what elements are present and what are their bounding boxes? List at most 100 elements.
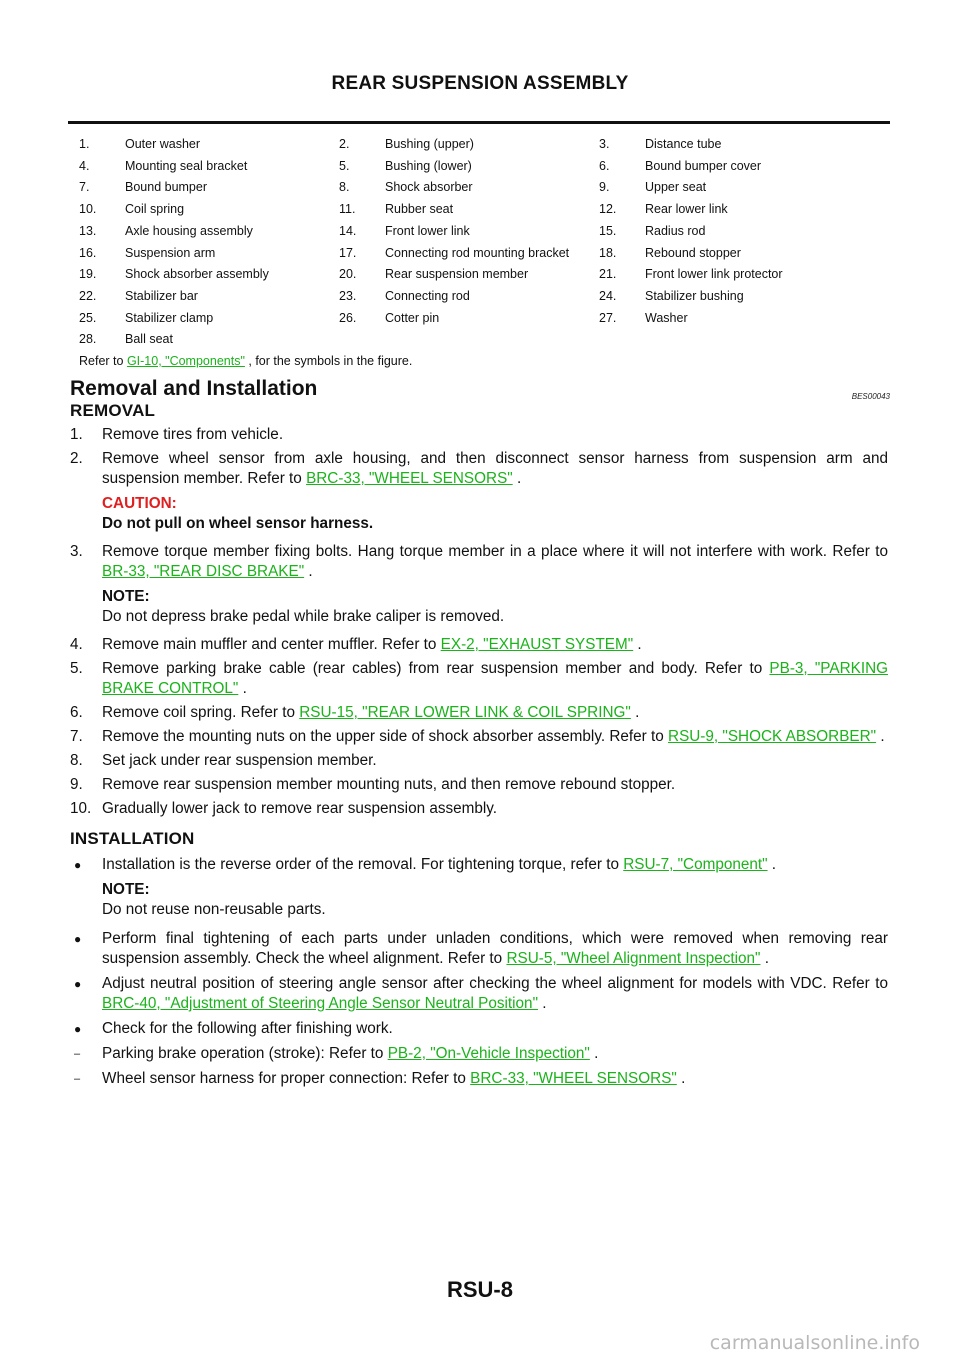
- legend-item-number: 7.: [79, 180, 90, 195]
- legend-item: 14.Front lower link: [339, 221, 599, 243]
- reference-link[interactable]: BRC-33, "WHEEL SENSORS": [470, 1070, 677, 1087]
- reference-link[interactable]: BRC-33, "WHEEL SENSORS": [306, 470, 513, 487]
- legend-item-label: Ball seat: [125, 332, 173, 347]
- caution-text: Do not pull on wheel sensor harness.: [102, 515, 374, 532]
- installation-bullet: ● Perform final tightening of each parts…: [70, 929, 888, 969]
- bullet-body: Adjust neutral position of steering angl…: [102, 974, 888, 1014]
- note-label: NOTE:: [102, 881, 150, 898]
- step-text: Remove torque member fixing bolts. Hang …: [102, 543, 888, 560]
- legend-item-number: 24.: [599, 288, 617, 303]
- reference-link[interactable]: EX-2, "EXHAUST SYSTEM": [440, 636, 634, 653]
- step-text: Remove wheel sensor from axle housing, a…: [102, 450, 888, 487]
- section-title: Removal and Installation: [70, 377, 318, 400]
- removal-step: 8. Set jack under rear suspension member…: [70, 751, 888, 771]
- legend-note-prefix: Refer to: [79, 354, 127, 369]
- removal-step: 6. Remove coil spring. Refer to RSU-15, …: [70, 703, 888, 723]
- legend-item-number: 1.: [79, 137, 90, 151]
- step-text: Gradually lower jack to remove rear susp…: [102, 800, 498, 817]
- step-body: Remove coil spring. Refer to RSU-15, "RE…: [102, 703, 888, 723]
- step-number: 6.: [70, 704, 83, 721]
- bullet-body: Installation is the reverse order of the…: [102, 855, 888, 924]
- legend-item-label: Axle housing assembly: [125, 223, 253, 238]
- legend-item-number: 9.: [599, 180, 610, 195]
- subitem-text: Parking brake operation (stroke): Refer …: [102, 1045, 388, 1062]
- procedure-content: REMOVAL 1. Remove tires from vehicle. 2.…: [70, 401, 888, 1094]
- dash-icon: –: [74, 1048, 81, 1060]
- bullet-text-end: .: [538, 995, 547, 1012]
- step-body: Remove wheel sensor from axle housing, a…: [102, 449, 888, 538]
- bullet-text: Adjust neutral position of steering angl…: [102, 975, 888, 992]
- legend-item: 9.Upper seat: [599, 177, 879, 199]
- reference-link[interactable]: PB-2, "On-Vehicle Inspection": [387, 1045, 590, 1062]
- bullet-text: Perform final tightening of each parts u…: [102, 930, 888, 967]
- step-text-end: .: [512, 470, 522, 487]
- legend-note-suffix: , for the symbols in the figure.: [244, 354, 413, 369]
- installation-bullet: ● Adjust neutral position of steering an…: [70, 974, 888, 1014]
- legend-item-label: Rubber seat: [385, 202, 454, 217]
- subitem-text-end: .: [676, 1070, 686, 1087]
- bullet-text-end: .: [760, 950, 769, 967]
- section-code: BES00043: [851, 392, 890, 401]
- caution-label: CAUTION:: [102, 495, 177, 512]
- bullet-text: Installation is the reverse order of the…: [102, 856, 624, 873]
- reference-link[interactable]: RSU-7, "Component": [623, 856, 768, 873]
- legend-item-number: 26.: [339, 310, 357, 325]
- subitem-text: Wheel sensor harness for proper connecti…: [102, 1070, 471, 1087]
- reference-link[interactable]: RSU-9, "SHOCK ABSORBER": [668, 728, 877, 745]
- legend-item-number: 6.: [599, 158, 610, 173]
- step-number: 1.: [70, 426, 83, 443]
- reference-link[interactable]: RSU-5, "Wheel Alignment Inspection": [506, 950, 761, 967]
- legend-item-number: 15.: [599, 223, 617, 238]
- legend-item: 28.Ball seat: [79, 329, 339, 351]
- dash-icon: –: [74, 1073, 81, 1085]
- legend-item: 27.Washer: [599, 308, 879, 330]
- reference-link[interactable]: BRC-40, "Adjustment of Steering Angle Se…: [102, 995, 538, 1012]
- legend-item: 6.Bound bumper cover: [599, 156, 879, 178]
- reference-link[interactable]: BR-33, "REAR DISC BRAKE": [102, 563, 305, 580]
- bullet-text-end: .: [767, 856, 777, 873]
- legend-item-label: Shock absorber: [385, 180, 473, 195]
- legend-item: 13. Axle housing assembly: [79, 221, 339, 243]
- legend-item-label: Stabilizer bar: [125, 288, 198, 303]
- legend-item-label: Mounting seal bracket: [125, 158, 248, 173]
- legend-item: 20. Rear suspension member: [339, 264, 599, 286]
- legend-item: 7.Bound bumper: [79, 177, 339, 199]
- reference-link[interactable]: PB-3, "PARKING BRAKE CONTROL": [102, 660, 889, 697]
- legend-item: 1.Outer washer: [79, 134, 339, 156]
- legend-item: 3.Distance tube: [599, 134, 879, 156]
- legend-item-label: Connecting rod mounting bracket: [385, 245, 570, 260]
- legend-item-number: 8.: [339, 180, 350, 195]
- removal-step: 1. Remove tires from vehicle.: [70, 425, 888, 445]
- removal-step: 5. Remove parking brake cable (rear cabl…: [70, 659, 888, 699]
- legend-item-number: 25.: [79, 310, 97, 325]
- legend-item: 8. Shock absorber: [339, 177, 599, 199]
- installation-subitem: – Parking brake operation (stroke): Refe…: [70, 1044, 888, 1064]
- step-text: Remove rear suspension member mounting n…: [102, 776, 676, 793]
- subitem-text-end: .: [589, 1045, 599, 1062]
- step-body: Remove the mounting nuts on the upper si…: [102, 727, 888, 747]
- removal-step: 7. Remove the mounting nuts on the upper…: [70, 727, 888, 747]
- legend-item: 12.Rear lower link: [599, 199, 879, 221]
- legend-item: 23.Connecting rod: [339, 286, 599, 308]
- step-body: Remove main muffler and center muffler. …: [102, 635, 888, 655]
- note-text: Do not depress brake pedal while brake c…: [102, 608, 505, 625]
- legend-item-number: 20.: [339, 267, 357, 282]
- step-number: 5.: [70, 660, 83, 677]
- legend-item-label: Shock absorber assembly: [125, 267, 269, 282]
- legend-item: 24.Stabilizer bushing: [599, 286, 879, 308]
- legend-item: 15.Radius rod: [599, 221, 879, 243]
- legend-item-label: Rear suspension member: [385, 267, 529, 282]
- legend-note-link[interactable]: GI-10, "Components": [126, 354, 245, 369]
- reference-link[interactable]: RSU-15, "REAR LOWER LINK & COIL SPRING": [299, 704, 631, 721]
- legend-item: 5.Bushing (lower): [339, 156, 599, 178]
- removal-step: 2. Remove wheel sensor from axle housing…: [70, 449, 888, 538]
- bullet-body: Perform final tightening of each parts u…: [102, 929, 888, 969]
- step-number: 7.: [70, 728, 83, 745]
- legend-item: 22.Stabilizer bar: [79, 286, 339, 308]
- removal-step: 10. Gradually lower jack to remove rear …: [70, 799, 888, 819]
- legend-item: 10.Coil spring: [79, 199, 339, 221]
- legend-item-number: 13.: [79, 223, 97, 238]
- step-text-end: .: [238, 680, 247, 697]
- header-divider: [68, 121, 890, 124]
